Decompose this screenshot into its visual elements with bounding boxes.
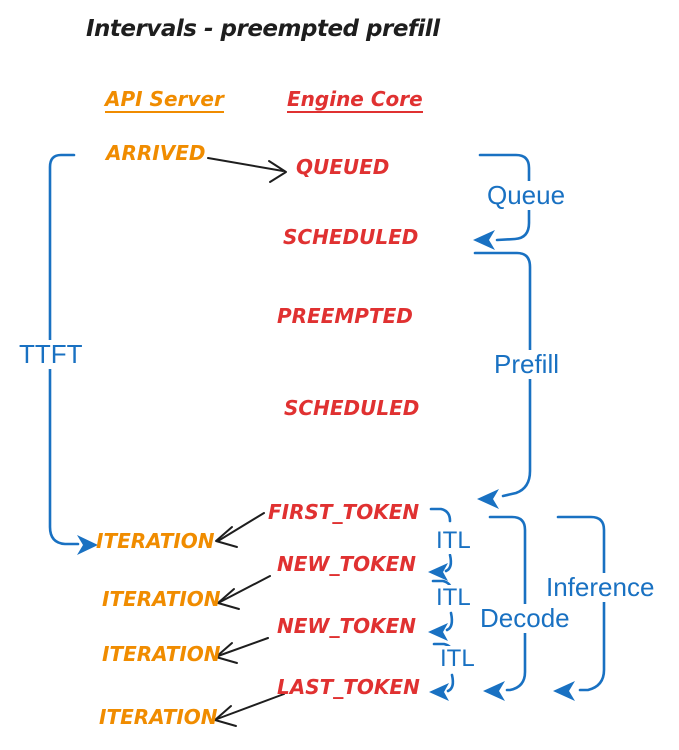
arrow-newtoken2-iteration bbox=[217, 637, 269, 657]
event-new-token-1: NEW_TOKEN bbox=[277, 552, 417, 576]
ttft-arrowhead bbox=[77, 535, 98, 555]
arrow-arrived-queued-head bbox=[268, 160, 287, 183]
arrow-lasttoken-iteration bbox=[216, 693, 285, 720]
event-scheduled-2: SCHEDULED bbox=[284, 396, 420, 420]
arrow-newtoken1-iteration-head bbox=[217, 588, 240, 610]
event-iteration-4: ITERATION bbox=[99, 705, 218, 729]
arrow-newtoken1-iteration bbox=[219, 575, 271, 603]
arrow-arrived-queued bbox=[207, 157, 284, 172]
event-scheduled-1: SCHEDULED bbox=[283, 225, 419, 249]
interval-itl-label-3: ITL bbox=[437, 645, 478, 673]
interval-prefill-label: Prefill bbox=[491, 350, 563, 379]
itl2-arrowhead bbox=[428, 623, 448, 641]
prefill-arrowhead bbox=[477, 489, 499, 509]
event-arrived: ARRIVED bbox=[106, 141, 206, 165]
itl3-arrowhead bbox=[429, 683, 449, 701]
queue-arrowhead bbox=[473, 230, 495, 250]
event-iteration-2: ITERATION bbox=[102, 587, 221, 611]
event-first-token: FIRST_TOKEN bbox=[268, 500, 420, 524]
inference-arrowhead bbox=[553, 681, 575, 701]
column-header-api-server: API Server bbox=[105, 87, 224, 113]
interval-itl-label-1: ITL bbox=[433, 527, 474, 555]
interval-inference-label: Inference bbox=[543, 573, 658, 602]
arrow-newtoken2-iteration-head bbox=[215, 642, 238, 664]
decode-arrowhead bbox=[483, 681, 505, 701]
itl2-hook-line bbox=[445, 611, 454, 632]
interval-decode-label: Decode bbox=[477, 604, 573, 633]
event-queued: QUEUED bbox=[296, 155, 390, 179]
column-header-engine-core: Engine Core bbox=[287, 87, 423, 113]
decode-bracket-line bbox=[488, 515, 527, 692]
event-iteration-3: ITERATION bbox=[102, 642, 221, 666]
arrow-lasttoken-iteration-head bbox=[214, 705, 237, 727]
itl1-arrowhead bbox=[428, 563, 448, 581]
event-preempted: PREEMPTED bbox=[277, 304, 413, 328]
itl1-hook-line bbox=[444, 553, 453, 573]
event-iteration-1: ITERATION bbox=[96, 529, 215, 553]
arrow-firsttoken-iteration-head bbox=[215, 526, 238, 548]
itl3-hook-line bbox=[446, 673, 455, 693]
interval-queue-label: Queue bbox=[484, 181, 569, 210]
itl1-start-curve bbox=[429, 507, 452, 523]
arrow-firsttoken-iteration bbox=[217, 512, 265, 542]
event-last-token: LAST_TOKEN bbox=[277, 675, 420, 699]
interval-ttft-label: TTFT bbox=[16, 340, 86, 369]
page-title: Intervals - preempted prefill bbox=[86, 16, 440, 42]
interval-itl-label-2: ITL bbox=[433, 584, 474, 612]
event-new-token-2: NEW_TOKEN bbox=[277, 614, 417, 638]
